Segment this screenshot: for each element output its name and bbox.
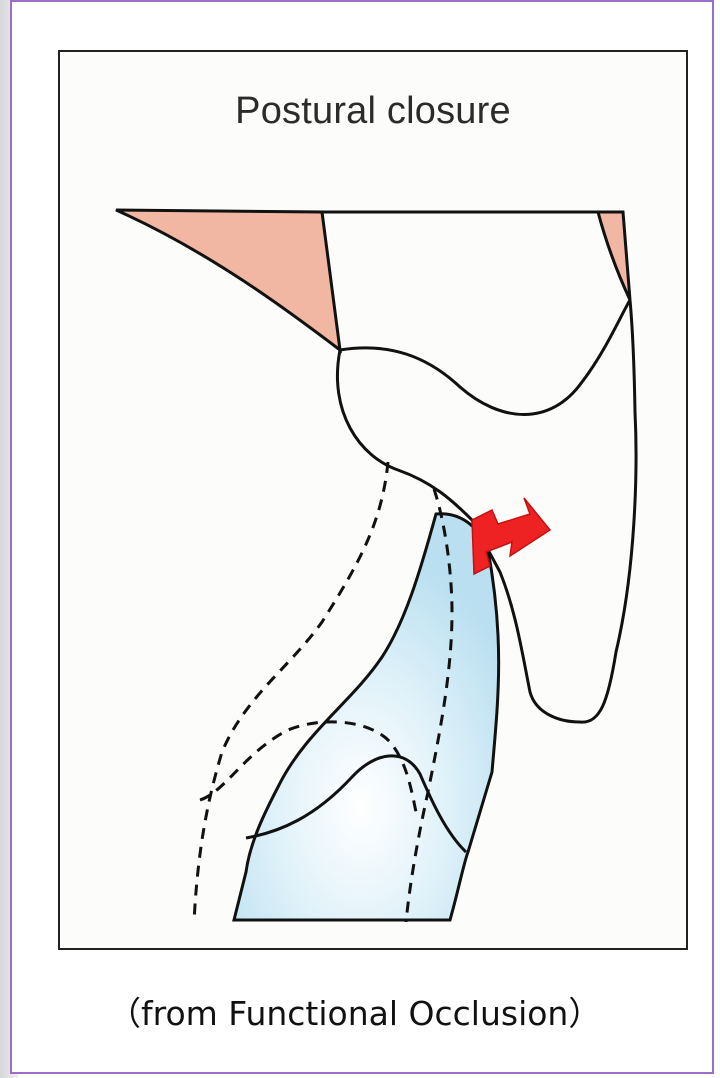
slide-frame: Postural closure — [10, 0, 714, 1074]
bone-wedge-left — [116, 210, 340, 350]
diagram-figure: Postural closure — [58, 50, 688, 950]
bone-wedge-right — [598, 212, 630, 300]
occlusion-diagram — [60, 52, 690, 952]
lower-tooth — [234, 514, 499, 920]
upper-tooth-cej-line — [340, 300, 630, 415]
figure-caption: （from Functional Occlusion） — [108, 987, 601, 1035]
red-double-arrow-icon — [472, 498, 550, 574]
